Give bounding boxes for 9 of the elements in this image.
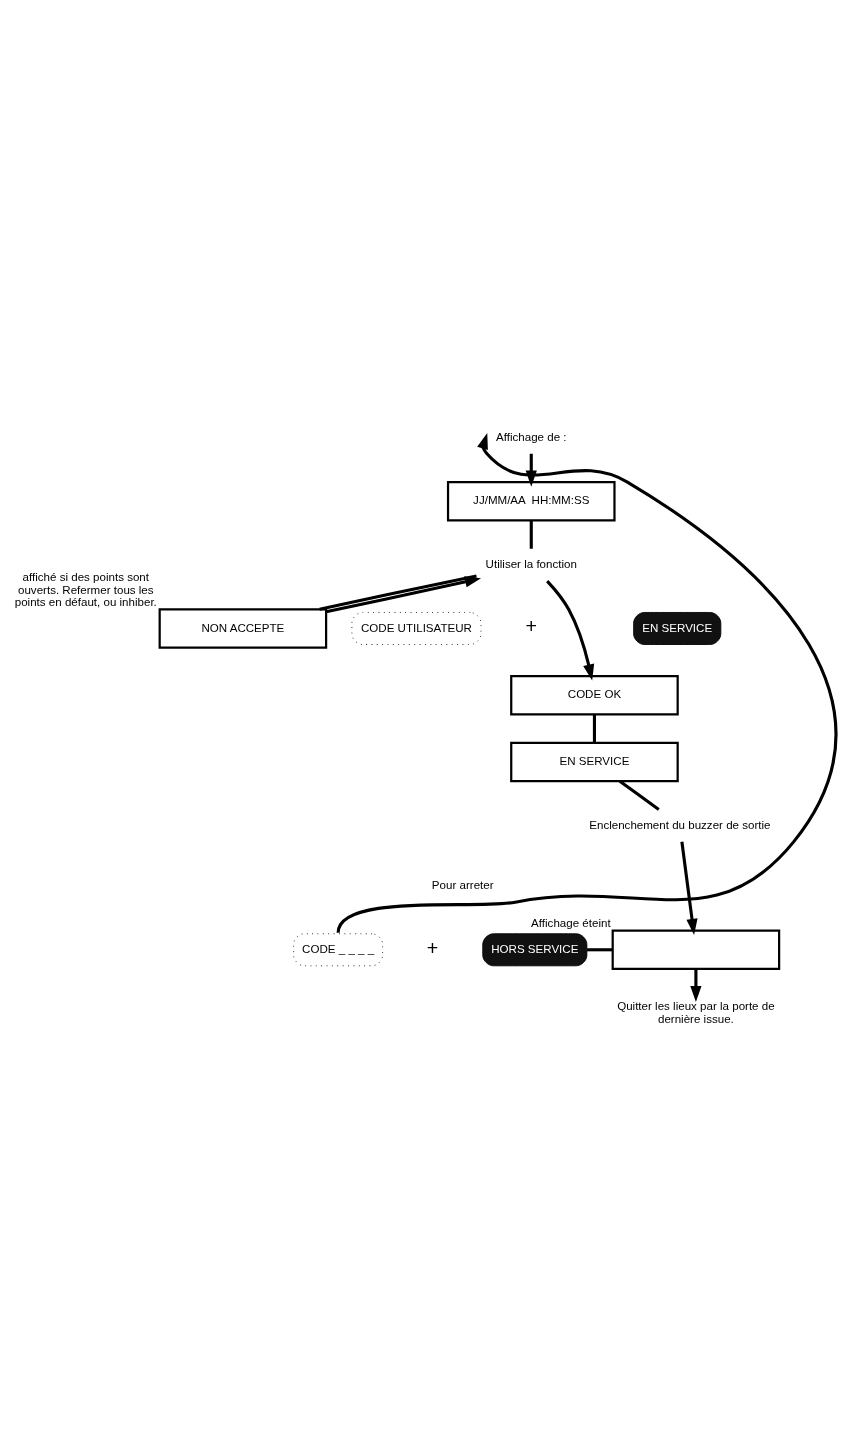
node-text: Affichage de :: [496, 430, 567, 443]
node-label: affiché si des points sont ouverts. Refermer tous les points en défaut, ou inhiber.: [14, 570, 157, 608]
node-text: Enclenchement du buzzer de sortie: [589, 818, 771, 831]
node-label: Affichage éteint: [531, 916, 611, 929]
label: +: [426, 936, 439, 959]
node-text: Quitter les lieux par la porte de dernière issue.: [617, 999, 775, 1025]
node-text: Utiliser la fonction: [485, 557, 577, 570]
label: Pour arreter: [431, 878, 494, 891]
label: +: [525, 614, 537, 637]
